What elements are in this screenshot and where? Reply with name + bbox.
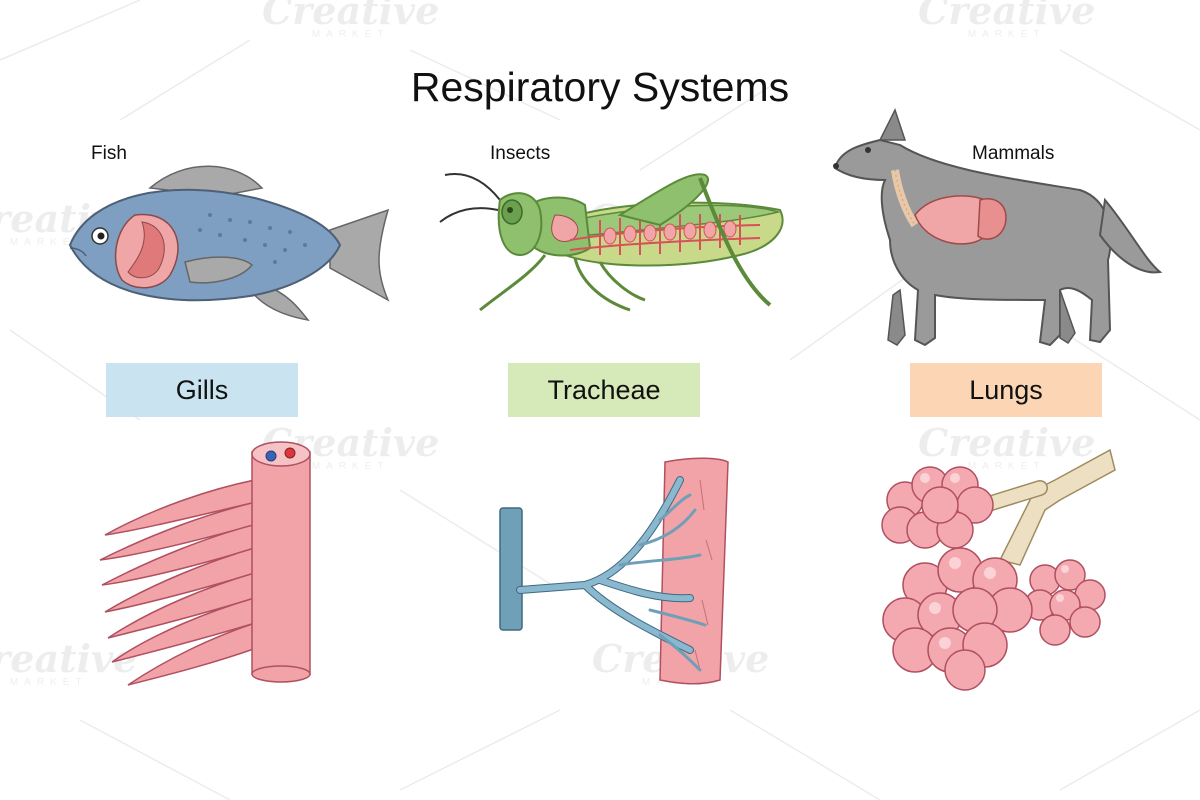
animal-label-fish: Fish [91, 143, 127, 164]
system-box-lungs: Lungs [910, 363, 1102, 417]
animal-label-mammals: Mammals [972, 143, 1055, 164]
system-box-tracheae: Tracheae [508, 363, 700, 417]
animal-label-insects: Insects [490, 143, 551, 164]
tracheae-illustration [499, 457, 729, 685]
dog-illustration [833, 108, 1163, 347]
system-label-lungs: Lungs [969, 374, 1043, 405]
fish-illustration [68, 165, 390, 322]
grasshopper-illustration [439, 173, 784, 312]
system-label-gills: Gills [175, 374, 229, 405]
system-box-gills: Gills [106, 363, 298, 417]
system-label-tracheae: Tracheae [547, 374, 661, 405]
alveoli-illustration [881, 448, 1116, 691]
page-title: Respiratory Systems [410, 64, 790, 110]
gill-filaments-illustration [99, 441, 311, 686]
